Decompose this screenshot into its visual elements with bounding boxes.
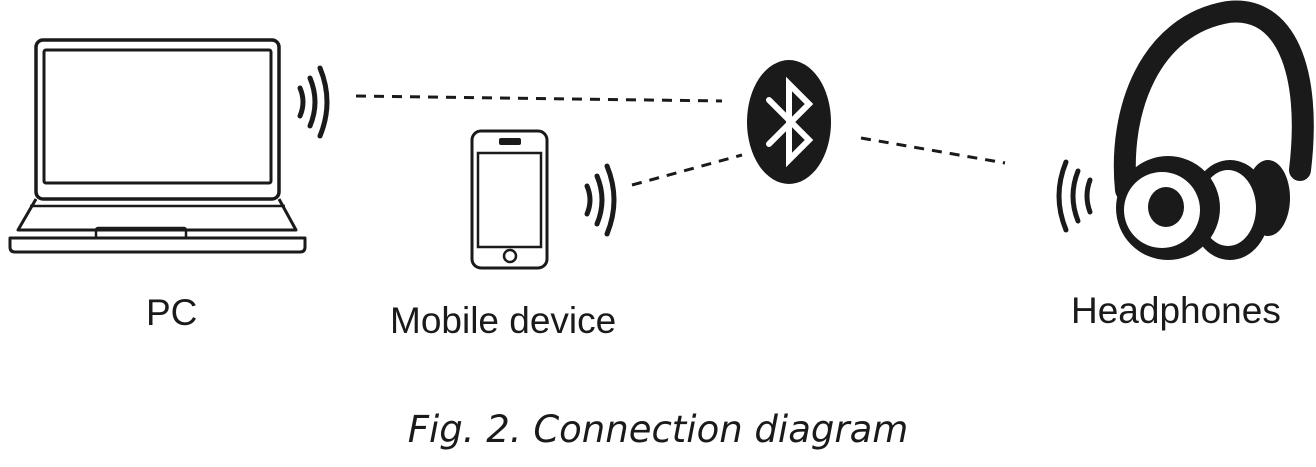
figure-caption: Fig. 2. Connection diagram <box>407 408 909 451</box>
smartphone-icon <box>470 129 549 270</box>
headphones-icon <box>1113 0 1314 260</box>
connection-lines <box>355 94 1006 187</box>
laptop-icon <box>8 38 307 254</box>
pc-signal-waves-icon <box>297 65 330 139</box>
edge-pc-bluetooth <box>355 94 723 103</box>
headphones-label: Headphones <box>1071 290 1281 331</box>
bluetooth-icon <box>747 60 831 184</box>
mobile-signal-waves-icon <box>584 163 617 237</box>
mobile-device-label: Mobile device <box>390 300 617 341</box>
pc-label: PC <box>146 292 198 333</box>
edge-bluetooth-headphones <box>860 136 1006 165</box>
headphones-signal-waves-icon <box>1056 159 1093 233</box>
edge-mobile-bluetooth <box>631 153 743 187</box>
